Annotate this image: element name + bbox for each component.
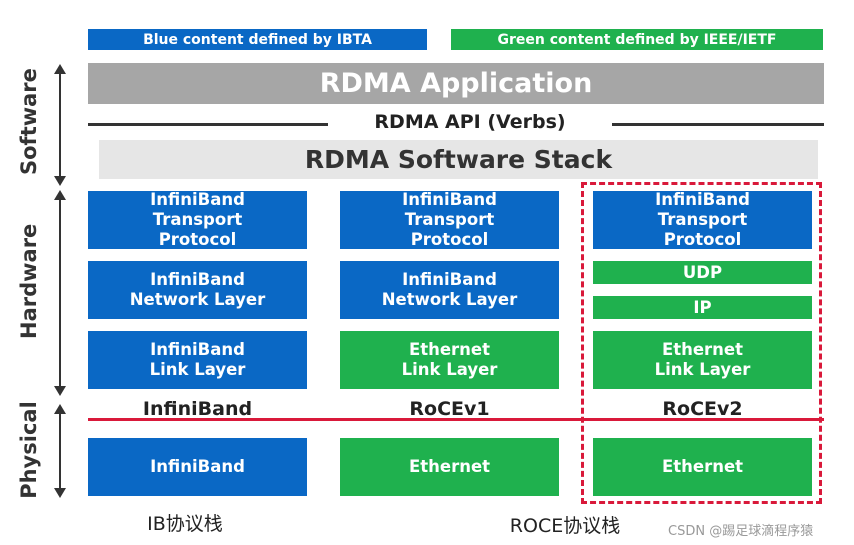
rocev1-column-name: RoCEv1 [409,398,490,420]
software-arrow-line [59,72,61,178]
physical-separator-line [88,418,824,421]
software-arrow-down [54,176,66,186]
physical-arrow-down [54,488,66,498]
physical-arrow-up [54,404,66,414]
hardware-arrow-line [59,198,61,388]
rocev1-network-box: InfiniBand Network Layer [340,261,559,319]
rdma-application-bar: RDMA Application [88,63,824,104]
rocev1-physical-box: Ethernet [340,438,559,496]
rdma-application-label: RDMA Application [319,68,593,99]
ib-network-box: InfiniBand Network Layer [88,261,307,319]
api-line-left [88,123,328,126]
hardware-arrow-up [54,190,66,200]
rocev1-transport-box: InfiniBand Transport Protocol [340,190,559,249]
hardware-label: Hardware [17,223,41,339]
physical-arrow-line [59,412,61,490]
physical-label: Physical [17,401,41,499]
legend-ieee: Green content defined by IEEE/IETF [451,29,823,50]
rdma-api-label: RDMA API (Verbs) [374,111,566,133]
legend-ibta-label: Blue content defined by IBTA [143,31,372,48]
rdma-software-stack-bar: RDMA Software Stack [99,140,818,179]
rocev2-udp-box: UDP [593,261,812,284]
software-arrow-up [54,64,66,74]
ib-transport-box: InfiniBand Transport Protocol [88,190,307,249]
api-line-right [612,123,824,126]
legend-ieee-label: Green content defined by IEEE/IETF [497,31,777,48]
rocev1-link-box: Ethernet Link Layer [340,331,559,389]
rocev2-link-box: Ethernet Link Layer [593,331,812,389]
credit-watermark: CSDN @踢足球滴程序猿 [668,524,814,539]
rocev2-highlight-frame [581,182,822,504]
ib-physical-box: InfiniBand [88,438,307,496]
rocev2-ip-box: IP [593,296,812,319]
legend-ibta: Blue content defined by IBTA [88,29,427,50]
rocev2-transport-box: InfiniBand Transport Protocol [593,190,812,249]
rocev2-physical-box: Ethernet [593,438,812,496]
hardware-arrow-down [54,386,66,396]
ib-link-box: InfiniBand Link Layer [88,331,307,389]
ib-column-name: InfiniBand [142,398,253,420]
rocev2-column-name: RoCEv2 [662,398,743,420]
roce-stack-caption: ROCE协议栈 [509,515,621,537]
software-label: Software [17,68,41,175]
rdma-software-stack-label: RDMA Software Stack [304,145,613,174]
ib-stack-caption: IB协议栈 [147,513,223,535]
